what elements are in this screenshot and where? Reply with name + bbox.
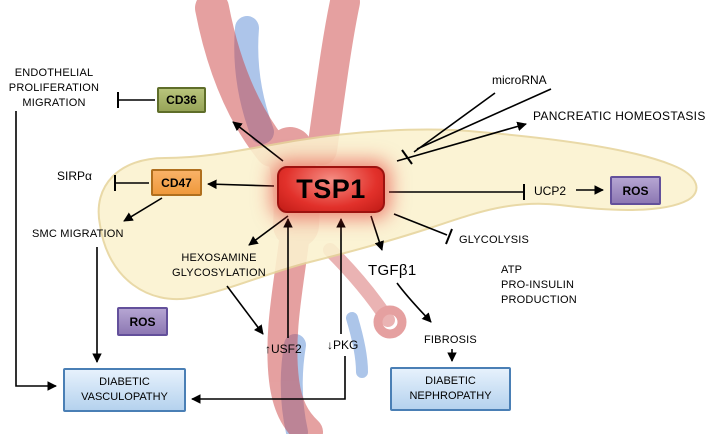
down-arrow-icon: ↓ xyxy=(327,338,333,352)
inhibit-tsp1-to-glycolysis xyxy=(393,213,448,236)
node-tgfb1: TGFβ1 xyxy=(368,262,417,279)
inhibit-microrna-to-tsp1-a xyxy=(413,92,496,153)
node-hexosamine-glycosylation: HEXOSAMINE GLYCOSYLATION xyxy=(172,252,266,279)
node-endothelial-effects: ENDOTHELIAL PROLIFERATION MIGRATION xyxy=(8,67,100,109)
node-pkg: ↓PKG xyxy=(327,338,359,352)
up-arrow-icon: ↑ xyxy=(265,342,271,356)
node-atp-proinsulin: ATP PRO-INSULIN PRODUCTION xyxy=(501,264,577,306)
arrow-tsp1-to-tgfb1 xyxy=(370,215,384,251)
arrow-tsp1-to-cd36 xyxy=(232,121,284,162)
node-ros-left: ROS xyxy=(117,307,168,336)
node-cd36: CD36 xyxy=(157,87,206,113)
node-sirpa: SIRPα xyxy=(57,169,92,183)
arrow-hexosamine-to-usf2 xyxy=(226,285,264,335)
arrow-tsp1-to-cd47 xyxy=(207,179,275,190)
node-tsp1: TSP1 xyxy=(277,166,385,213)
arrow-cd47-to-smc-migration xyxy=(123,197,163,222)
node-microrna: microRNA xyxy=(492,73,547,87)
node-smc-migration: SMC MIGRATION xyxy=(32,228,124,240)
node-pancreatic-homeostasis: PANCREATIC HOMEOSTASIS xyxy=(533,109,706,123)
pancreas-shape xyxy=(97,128,698,301)
arrow-tsp1-to-hexosamine xyxy=(248,215,289,246)
node-cd47: CD47 xyxy=(151,169,202,196)
inhibit-bar-glycolysis xyxy=(445,228,453,245)
arrow-pkg-to-vasculopathy xyxy=(191,356,346,404)
node-diabetic-nephropathy: DIABETIC NEPHROPATHY xyxy=(390,367,511,411)
inhibit-microrna-to-tsp1-b xyxy=(416,88,552,150)
node-usf2: ↑USF2 xyxy=(265,342,302,356)
node-ros-right: ROS xyxy=(610,176,661,205)
arrow-endothelial-to-vasculopathy xyxy=(15,111,57,391)
node-ucp2: UCP2 xyxy=(534,184,567,198)
inhibit-bar-tsp1 xyxy=(401,149,413,165)
node-glycolysis: GLYCOLYSIS xyxy=(459,234,530,246)
arrow-tsp1-to-pancreatic-homeostasis xyxy=(396,121,527,162)
arrow-tgfb1-to-fibrosis xyxy=(396,282,432,323)
node-fibrosis: FIBROSIS xyxy=(424,334,477,346)
node-diabetic-vasculopathy: DIABETIC VASCULOPATHY xyxy=(63,368,186,412)
